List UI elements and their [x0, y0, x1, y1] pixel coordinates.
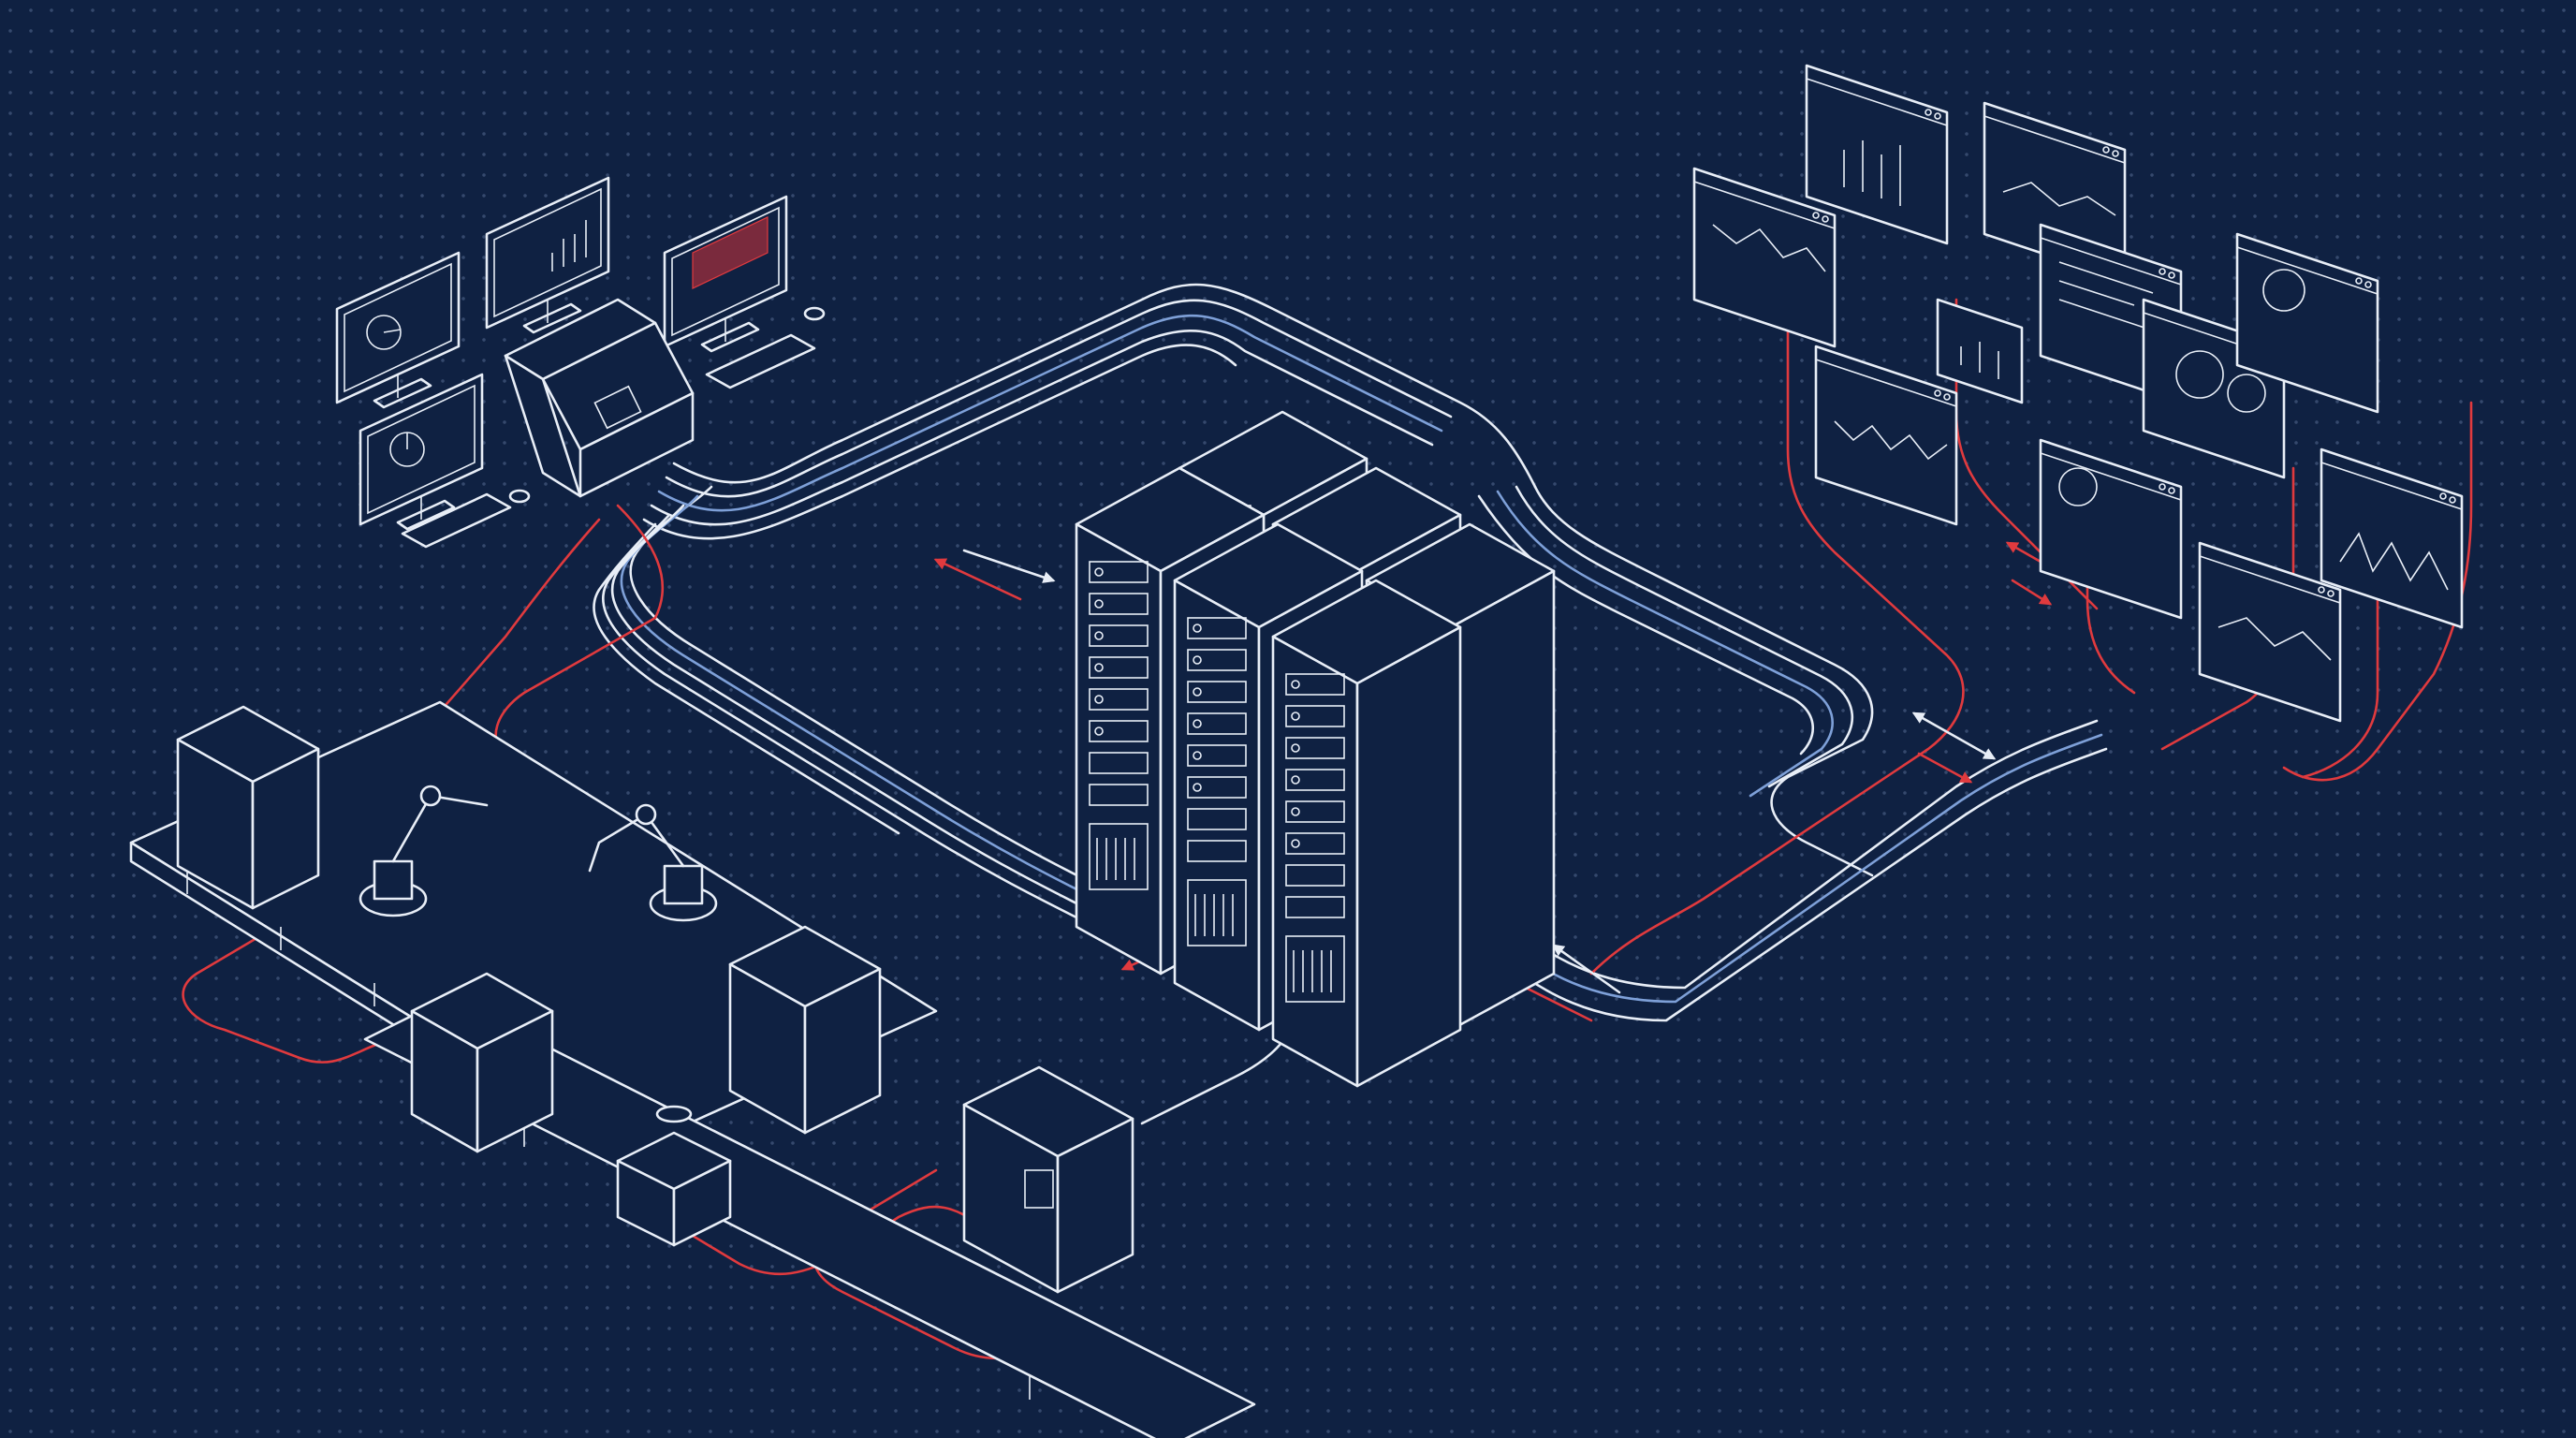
arrow-dashboard-down [2011, 579, 2053, 606]
monitor-icon-heatmap [663, 195, 788, 353]
analytics-dashboards [1692, 64, 2464, 723]
dashboard-wave-panel [2198, 541, 2342, 723]
arrow-return-top [1551, 944, 1621, 994]
dashboard-donut-panel [2142, 298, 2286, 479]
control-room [335, 176, 826, 549]
dashboard-bar-panel [1805, 64, 1949, 245]
arrow-to-server-cluster [962, 549, 1056, 583]
dashboard-pie-panel [2235, 232, 2379, 414]
dashboard-spike-panel [2320, 448, 2464, 629]
cable-bundle-control-to-server [642, 283, 1537, 540]
packaging-station-icon [962, 1065, 1134, 1294]
arrow-server-dashboards [1911, 712, 1997, 760]
dashboard-line-chart-panel [1692, 167, 1837, 348]
factory-line [129, 700, 1256, 1438]
machine-unit-icon [616, 1105, 732, 1247]
server-cluster [1075, 410, 1556, 1088]
mouse-icon [508, 489, 531, 504]
dashboard-text-panel [2039, 223, 2183, 404]
control-console-icon [504, 298, 695, 498]
robot-arm-icon [359, 785, 489, 917]
arrow-to-control-room [933, 558, 1022, 601]
dashboard-mini-bar-panel [1936, 298, 2024, 404]
dashboard-gauge-panel [2039, 438, 2183, 620]
processing-station-icon [728, 925, 882, 1135]
monitor-icon-pie [335, 251, 461, 409]
monitor-icon-bars [485, 176, 610, 334]
robot-arm-icon-right [588, 803, 718, 922]
monitor-icon-pie-lower [359, 373, 484, 531]
server-rack-front-right [1271, 579, 1462, 1088]
cable-bundle-server-to-dashboards [1477, 485, 1874, 877]
inspection-gate-icon [176, 705, 320, 910]
dashboard-area-panel [1814, 345, 1958, 526]
keyboard-icon [401, 333, 816, 549]
mouse-icon-right [803, 306, 826, 321]
arrow-dashboards-red [1917, 752, 1973, 784]
scanner-gate-icon [410, 972, 554, 1153]
dashboard-trend-panel [1983, 101, 2127, 283]
arrow-dashboard-up [2005, 541, 2042, 564]
